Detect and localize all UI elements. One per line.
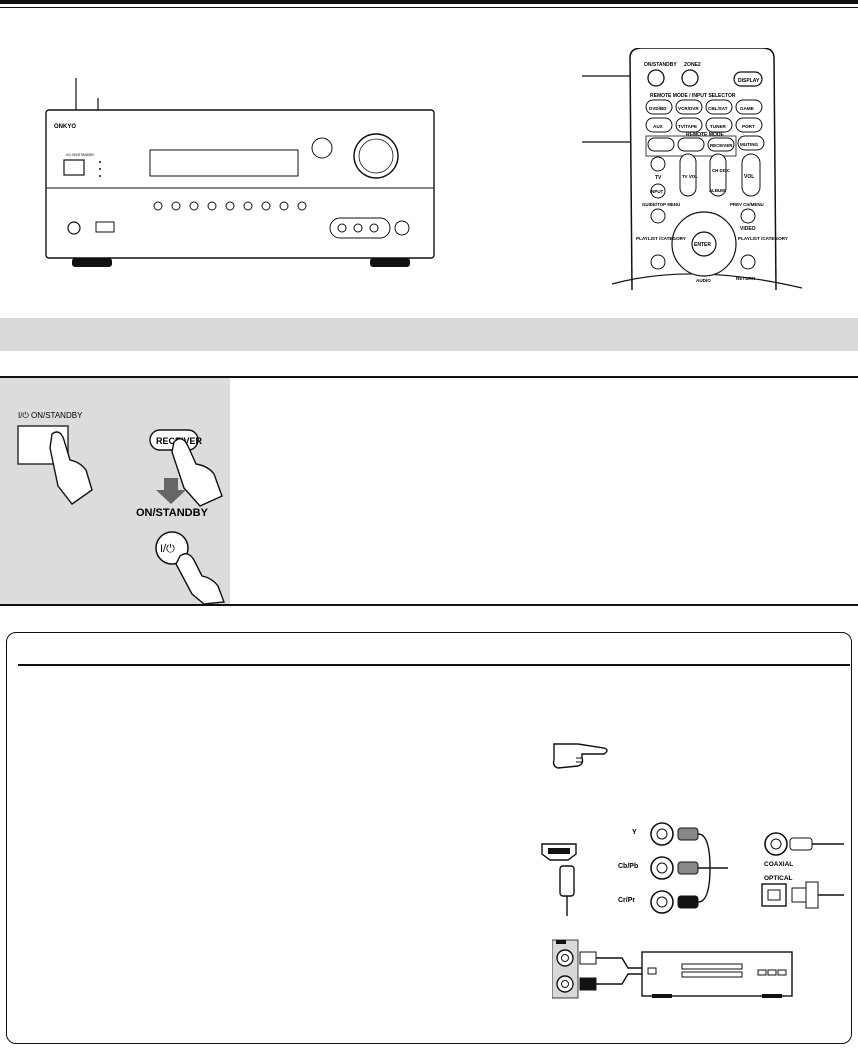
selector-row-2: AUX TV/TAPE TUNER PORT (645, 117, 763, 133)
svg-text:VIDEO: VIDEO (740, 226, 756, 232)
svg-text:ENTER: ENTER (694, 242, 711, 248)
svg-text:PORT: PORT (742, 124, 755, 129)
svg-text:ON/STANDBY: ON/STANDBY (644, 62, 677, 68)
phones-jack (67, 221, 81, 235)
hand-icon (175, 553, 225, 605)
svg-text:TV/TAPE: TV/TAPE (678, 124, 697, 129)
svg-text:TV VOL: TV VOL (682, 174, 698, 179)
step-rule-top (0, 376, 858, 378)
svg-text:PREV CH/MENU: PREV CH/MENU (730, 202, 764, 207)
top-rule (0, 0, 858, 4)
step-illustration: I/⏻ ON/STANDBY RECEIVER ON/STANDBY I/⏻ (17, 411, 225, 605)
brand-logo: ONKYO (54, 124, 76, 130)
optical-label: OPTICAL (764, 875, 793, 882)
enter-button (691, 231, 717, 257)
svg-text:RECEIVER: RECEIVER (710, 143, 733, 148)
standby-label: I/⏻ ON/STANDBY (66, 153, 95, 157)
remote-receiver-button (707, 137, 735, 152)
component-y-label: Y (632, 829, 637, 836)
svg-text:TV: TV (655, 175, 662, 181)
display-window (149, 149, 299, 177)
svg-text:TUNER: TUNER (710, 124, 727, 129)
svg-text:INPUT: INPUT (650, 189, 663, 194)
power-symbol: I/⏻ (160, 543, 175, 555)
hand-icon (171, 438, 223, 507)
svg-text:ZONE2: ZONE2 (684, 62, 701, 68)
svg-text:REMOTE MODE / INPUT SELECTOR: REMOTE MODE / INPUT SELECTOR (650, 93, 736, 99)
player-device (641, 951, 793, 997)
coaxial-label: COAXIAL (764, 861, 793, 868)
onstandby-label: ON/STANDBY (136, 507, 209, 519)
pointing-hand-icon (552, 743, 608, 769)
zone2-button (681, 69, 699, 87)
arrow-down-icon (156, 478, 186, 504)
svg-text:ALBUM: ALBUM (709, 188, 725, 193)
svg-text:VOL: VOL (744, 174, 754, 180)
player-connection-illustration (552, 939, 793, 999)
setup-mic-jack (394, 220, 410, 236)
svg-text:VCR/DVR: VCR/DVR (678, 106, 699, 111)
hdmi-input (95, 221, 115, 233)
hand-icon (49, 431, 93, 505)
remote-power-button (647, 69, 665, 87)
svg-text:AUX: AUX (653, 124, 664, 129)
svg-text:GAME: GAME (740, 106, 754, 111)
component-cb-label: Cb/Pb (618, 863, 638, 870)
section-bar (0, 318, 858, 351)
tip-rule (18, 664, 850, 666)
svg-text:AUDIO: AUDIO (696, 278, 711, 283)
svg-text:PLAYLIST /CATEGORY: PLAYLIST /CATEGORY (738, 236, 788, 241)
selector-row-1: DVD/BD VCR/DVR CBL/SAT GAME (645, 99, 763, 115)
svg-text:PLAYLIST /CATEGORY: PLAYLIST /CATEGORY (636, 236, 686, 241)
selector-buttons (153, 201, 307, 211)
svg-text:DVD/BD: DVD/BD (649, 106, 667, 111)
step-rule-bottom (0, 604, 858, 606)
svg-text:GUIDE/TOP MENU: GUIDE/TOP MENU (642, 202, 680, 207)
front-standby-label: I/⏻ ON/STANDBY (18, 411, 83, 420)
step-illustration-panel: I/⏻ ON/STANDBY RECEIVER ON/STANDBY I/⏻ (0, 378, 230, 605)
svg-text:CBL/SAT: CBL/SAT (708, 106, 728, 111)
svg-text:DISPLAY: DISPLAY (738, 78, 760, 84)
connectors-illustration: Y Cb/Pb Cr/Pr COAXIAL OPTICAL (541, 822, 844, 916)
foot-left (72, 258, 112, 267)
top-rule-thin (0, 7, 858, 8)
receiver-front-panel: ONKYO I/⏻ ON/STANDBY (45, 78, 435, 267)
standby-button (63, 159, 85, 176)
remote-controller: ON/STANDBY ZONE2 DISPLAY REMOTE MODE / I… (582, 48, 802, 291)
svg-text:RETURN: RETURN (736, 276, 756, 281)
component-cr-label: Cr/Pr (618, 897, 635, 904)
foot-right (370, 258, 410, 267)
tone-knob (311, 137, 333, 159)
svg-text:REMOTE MODE: REMOTE MODE (686, 132, 724, 138)
svg-text:MUTING: MUTING (740, 142, 759, 147)
svg-text:CH DISC: CH DISC (712, 168, 731, 173)
